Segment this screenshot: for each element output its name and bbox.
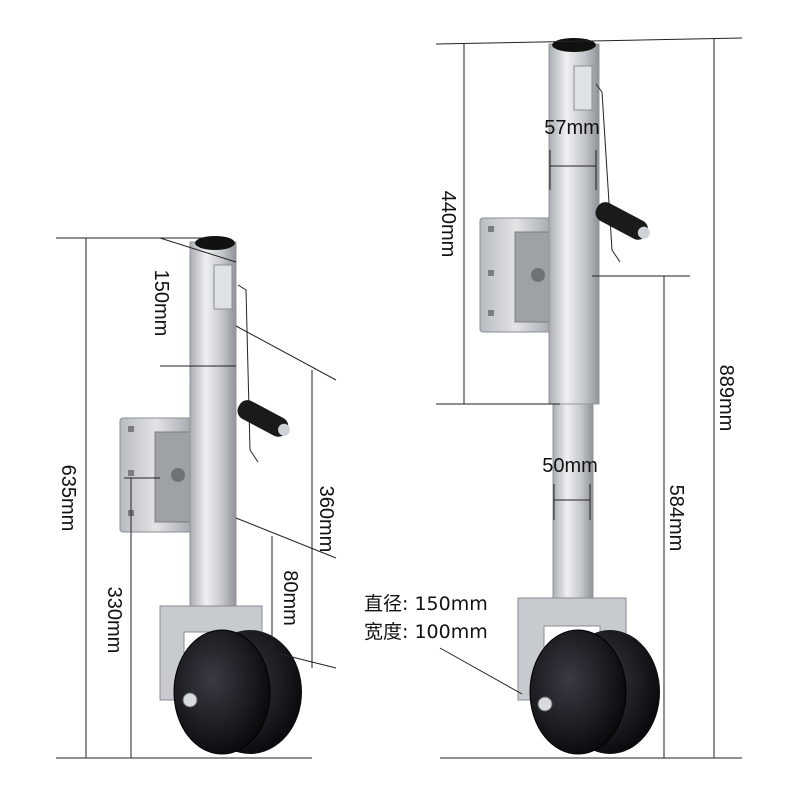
outer-tube-diameter-label: 57mm [544,117,600,139]
left-tube-cap [195,236,235,250]
right-jack-illustration [479,38,660,755]
left-wheel-front [173,629,271,755]
left-lower-label: 80mm [279,570,301,626]
right-crank-handle [595,202,650,240]
left-dimension-lines [56,237,337,759]
inner-tube-diameter-label: 50mm [542,455,598,477]
left-stroke-label: 360mm [315,486,337,553]
wheel-width-label: 宽度: 100mm [364,621,488,643]
left-jack-illustration [119,236,302,755]
right-upper-height-label: 440mm [437,191,459,258]
right-inner-tube [552,403,594,609]
right-wheel-front [529,629,627,755]
right-wheel-fork [517,597,627,701]
right-dimension-lines [435,37,743,759]
right-total-height-label: 889mm [715,365,737,432]
left-top-offset-label: 150mm [150,270,172,337]
right-tube-cap [552,38,596,52]
left-crank-handle [237,400,291,437]
right-lower-height-label: 584mm [665,485,687,552]
left-total-height-label: 635mm [57,465,79,532]
wheel-diameter-label: 直径: 150mm [364,593,488,615]
left-axle-height-label: 330mm [103,587,125,654]
